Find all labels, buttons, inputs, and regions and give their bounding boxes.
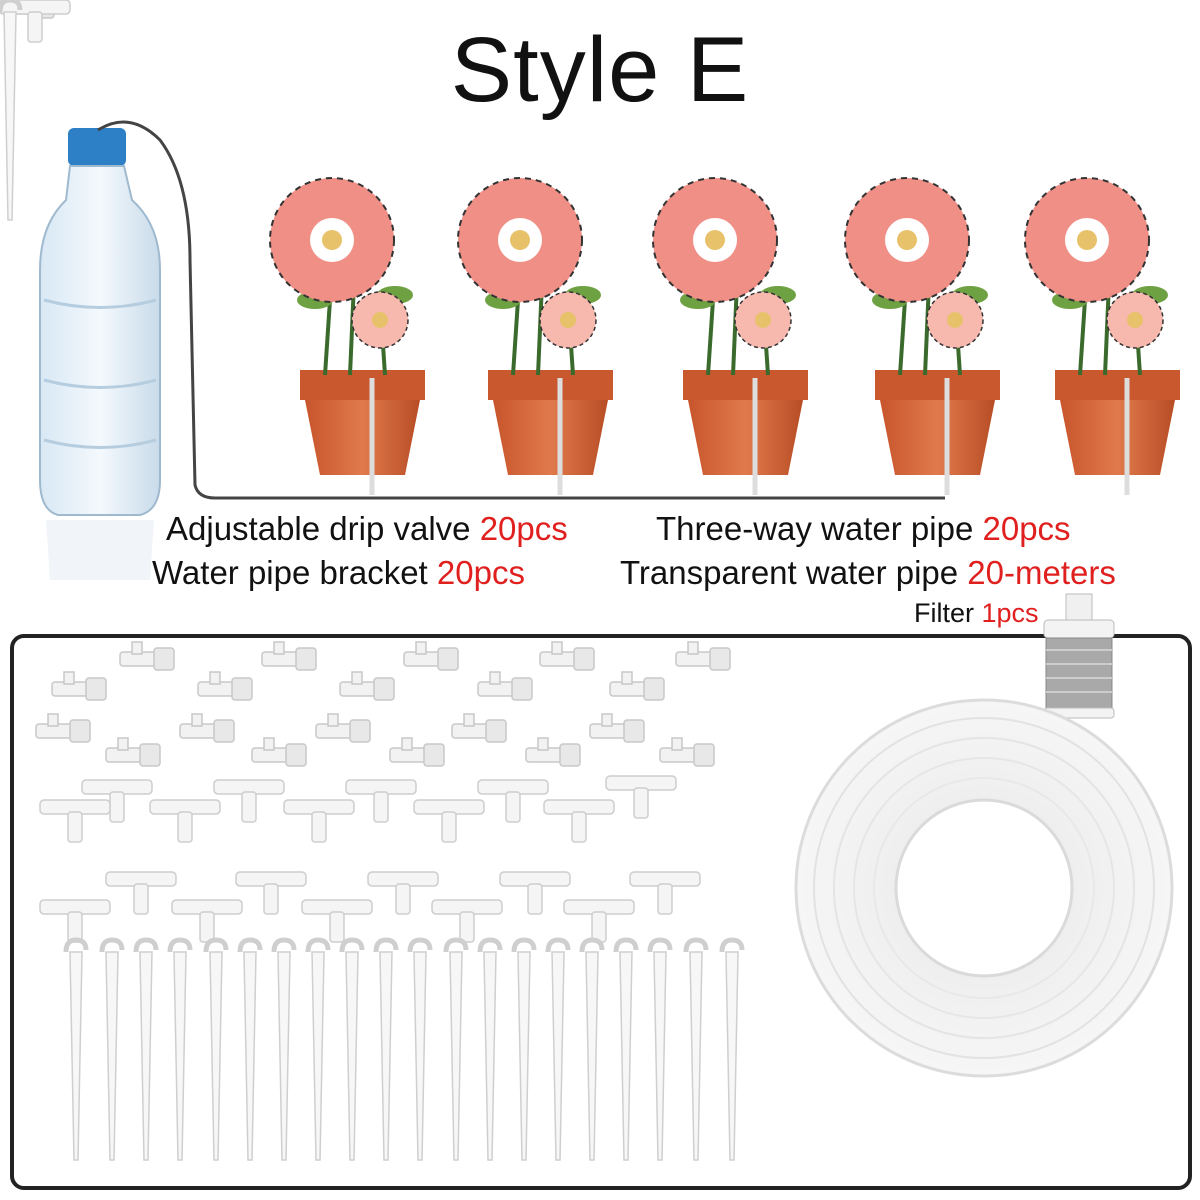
drip-hose	[97, 120, 945, 500]
bottle-cap	[68, 128, 126, 166]
label-transparent-pipe: Transparent water pipe 20-meters	[620, 556, 1116, 589]
label-qty: 20pcs	[982, 510, 1071, 547]
label-three-way-pipe: Three-way water pipe 20pcs	[656, 512, 1071, 545]
label-text: Three-way water pipe	[656, 510, 974, 547]
coiled-water-pipe	[794, 698, 1174, 1078]
label-pipe-bracket: Water pipe bracket 20pcs	[152, 556, 525, 589]
label-qty: 20pcs	[479, 510, 568, 547]
label-text: Adjustable drip valve	[166, 510, 471, 547]
label-filter: Filter 1pcs	[914, 600, 1039, 627]
page-title: Style E	[450, 19, 750, 121]
potted-flower	[269, 177, 425, 495]
parts-panel	[10, 634, 1192, 1190]
label-qty: 20-meters	[967, 554, 1116, 591]
label-qty: 20pcs	[436, 554, 525, 591]
pipe-brackets	[0, 0, 742, 1160]
label-text: Filter	[914, 598, 974, 628]
label-qty: 1pcs	[981, 598, 1039, 628]
bottle-reflection	[46, 520, 154, 580]
label-text: Water pipe bracket	[152, 554, 428, 591]
filter-part	[1043, 593, 1115, 719]
bottle-body	[39, 165, 161, 516]
flower-pots	[269, 177, 1180, 495]
label-text: Transparent water pipe	[620, 554, 959, 591]
label-drip-valve: Adjustable drip valve 20pcs	[166, 512, 568, 545]
water-bottle	[39, 128, 161, 580]
